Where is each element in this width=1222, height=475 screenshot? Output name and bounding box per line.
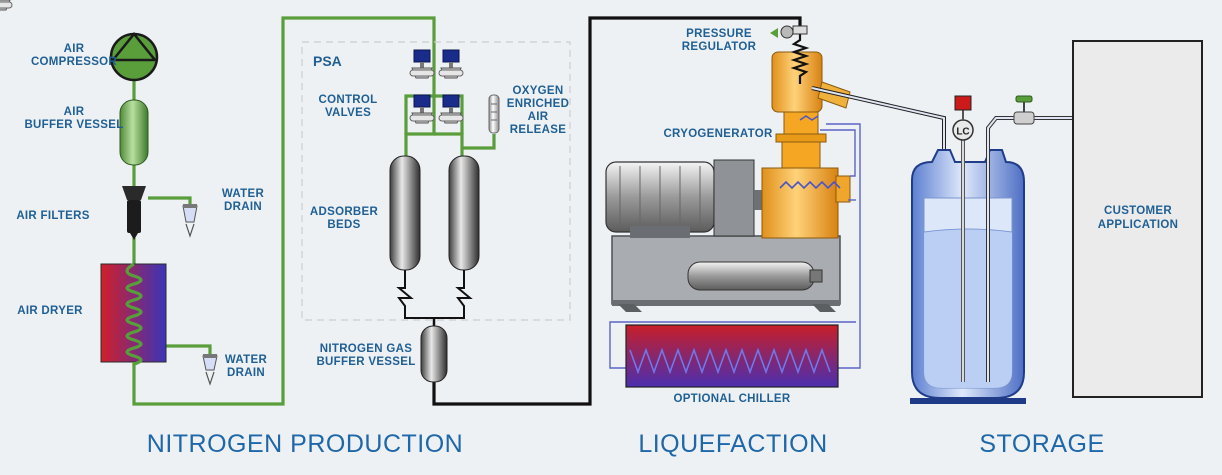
valve-icon (0, 0, 13, 11)
nitrogen-buffer-vessel (420, 325, 448, 383)
level-controller-label: LC (956, 127, 969, 138)
coolant-loop (609, 123, 861, 369)
adsorber-beds (389, 155, 480, 328)
label-line: CONTROL (319, 94, 378, 106)
section-title-storage: STORAGE (979, 430, 1104, 458)
nitrogen-gas-line (432, 16, 802, 406)
label-customer-application: CUSTOMER APPLICATION (1098, 205, 1178, 231)
label-line: CUSTOMER (1104, 205, 1172, 217)
control-valves (0, 0, 464, 124)
psa-zone (301, 41, 571, 321)
label-line: NITROGEN GAS (320, 343, 412, 355)
label-line: WATER (225, 354, 268, 366)
label-air-dryer: AIR DRYER (17, 305, 83, 317)
air-dryer (100, 262, 167, 367)
customer-application-box (1072, 40, 1203, 398)
label-air-filters: AIR FILTERS (16, 210, 89, 222)
compressor-skid (611, 235, 841, 312)
label-line: OXYGEN (512, 85, 563, 97)
dewar-icon (910, 149, 1026, 404)
label-line: AIR (528, 111, 549, 123)
label-line: BEDS (327, 219, 360, 231)
gauge-icon (488, 94, 500, 134)
label-optional-chiller: OPTIONAL CHILLER (673, 393, 790, 405)
label-line: RELEASE (510, 124, 566, 136)
cryogenerator (761, 51, 851, 239)
air-buffer-vessel (119, 99, 149, 166)
label-line: BUFFER VESSEL (316, 356, 415, 368)
label-line: ADSORBER (310, 206, 379, 218)
label-line: AIR DRYER (17, 305, 83, 317)
air-piping (132, 16, 496, 406)
label-line: AIR (64, 43, 85, 55)
optional-chiller (625, 324, 839, 388)
pressure-regulator (770, 25, 810, 84)
label-line: AIR (64, 106, 85, 118)
label-line: ENRICHED (507, 98, 569, 110)
transfer-line (811, 86, 946, 150)
faucet-icon (1013, 95, 1035, 125)
label-line: COMPRESSOR (31, 56, 117, 68)
air-compressor-icon (109, 32, 159, 82)
label-cryogenerator: CRYOGENERATOR (663, 128, 773, 140)
label-line: APPLICATION (1098, 219, 1178, 231)
label-line: AIR FILTERS (16, 210, 89, 222)
level-controller: LC (952, 95, 974, 382)
section-title-production: NITROGEN PRODUCTION (147, 430, 463, 458)
drain-icon (182, 204, 198, 238)
label-line: VALVES (325, 107, 371, 119)
psa-label: PSA (313, 53, 342, 69)
label-line: WATER (222, 188, 265, 200)
label-line: CRYOGENERATOR (663, 128, 773, 140)
motor-icon (605, 159, 766, 238)
label-line: PRESSURE (686, 28, 752, 40)
label-line: DRAIN (227, 367, 265, 379)
label-line: BUFFER VESSEL (24, 119, 123, 131)
section-title-liquefaction: LIQUEFACTION (638, 430, 827, 458)
filter-icon (122, 186, 146, 240)
label-line: DRAIN (224, 201, 262, 213)
drain-icon (202, 354, 218, 386)
label-line: REGULATOR (682, 41, 757, 53)
label-line: OPTIONAL CHILLER (673, 393, 790, 405)
